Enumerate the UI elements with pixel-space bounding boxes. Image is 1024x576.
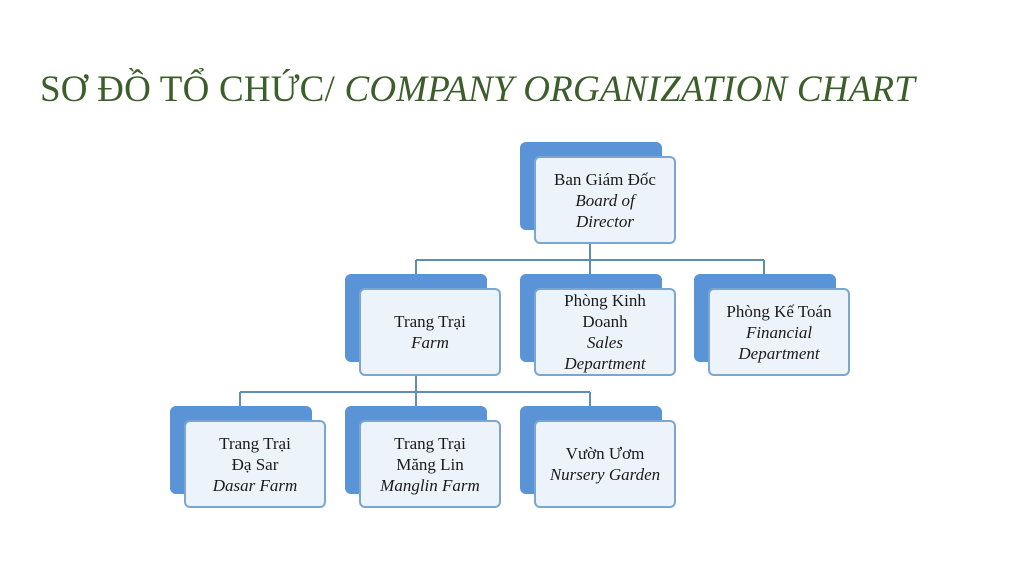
node-front: Trang Trại Farm xyxy=(359,288,501,376)
node-label-vi: Trang Trại xyxy=(394,312,466,331)
title-english: COMPANY ORGANIZATION CHART xyxy=(344,69,916,110)
node-nursery-garden: Vườn Ươm Nursery Garden xyxy=(520,406,680,512)
node-board-of-director: Ban Giám Đốc Board of Director xyxy=(520,142,680,248)
node-label-en: Nursery Garden xyxy=(549,465,661,484)
node-label-vi: Vườn Ươm xyxy=(565,444,645,463)
node-label-en: Financial Department xyxy=(738,322,820,363)
node-front: Phòng Kinh Doanh Sales Department xyxy=(534,288,676,376)
node-manglin-farm: Trang Trại Măng Lin Manglin Farm xyxy=(345,406,505,512)
node-label-vi: Trang Trại Măng Lin xyxy=(394,433,466,474)
node-label-vi: Trang Trại Đạ Sar xyxy=(219,433,291,474)
node-financial-department: Phòng Kế Toán Financial Department xyxy=(694,274,854,380)
page-title: SƠ ĐỒ TỔ CHỨC/ COMPANY ORGANIZATION CHAR… xyxy=(40,68,915,111)
node-farm: Trang Trại Farm xyxy=(345,274,505,380)
node-front: Phòng Kế Toán Financial Department xyxy=(708,288,850,376)
node-label-vi: Ban Giám Đốc xyxy=(554,169,656,189)
node-label-en: Manglin Farm xyxy=(380,475,480,495)
node-label-en: Farm xyxy=(411,333,449,352)
title-vietnamese: SƠ ĐỒ TỔ CHỨC/ xyxy=(40,69,336,110)
node-label-en: Board of Director xyxy=(575,190,635,231)
node-front: Ban Giám Đốc Board of Director xyxy=(534,156,676,244)
node-label-vi: Phòng Kinh Doanh xyxy=(564,291,646,331)
node-front: Trang Trại Đạ Sar Dasar Farm xyxy=(184,420,326,508)
node-label-vi: Phòng Kế Toán xyxy=(726,301,832,321)
node-label-en: Sales Department xyxy=(564,333,646,373)
node-dasar-farm: Trang Trại Đạ Sar Dasar Farm xyxy=(170,406,330,512)
node-label-en: Dasar Farm xyxy=(212,475,298,495)
node-front: Vườn Ươm Nursery Garden xyxy=(534,420,676,508)
node-sales-department: Phòng Kinh Doanh Sales Department xyxy=(520,274,680,380)
node-front: Trang Trại Măng Lin Manglin Farm xyxy=(359,420,501,508)
